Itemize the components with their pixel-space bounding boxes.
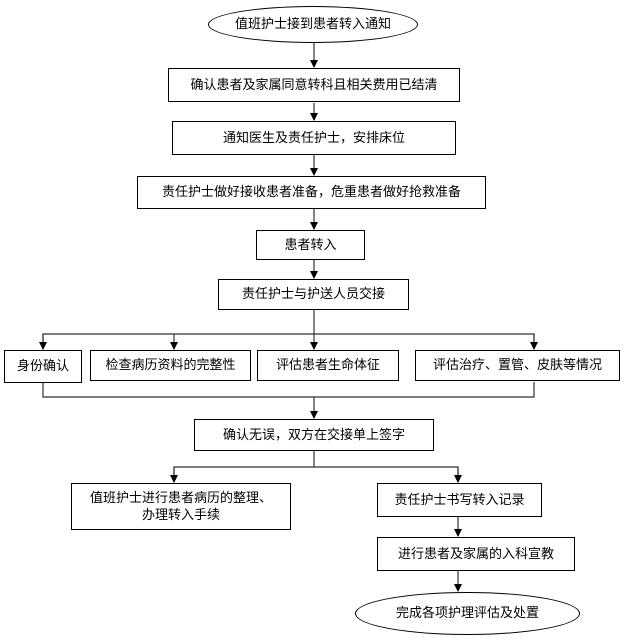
right-branch-education: 进行患者及家属的入科宣教 bbox=[377, 537, 575, 571]
left-branch-line2: 办理转入手续 bbox=[141, 507, 220, 523]
check-identity: 身份确认 bbox=[4, 350, 82, 383]
start-node: 值班护士接到患者转入通知 bbox=[208, 6, 418, 43]
step-prepare: 责任护士做好接收患者准备，危重患者做好抢救准备 bbox=[137, 176, 486, 209]
merge-line bbox=[42, 382, 535, 398]
step-sign-off: 确认无误，双方在交接单上签字 bbox=[194, 419, 434, 451]
split-line bbox=[42, 333, 535, 349]
left-branch-line1: 值班护士进行患者病历的整理、 bbox=[89, 490, 272, 506]
end-node: 完成各项护理评估及处置 bbox=[355, 592, 580, 635]
split-line bbox=[173, 466, 459, 482]
check-treatment: 评估治疗、置管、皮肤等情况 bbox=[415, 350, 620, 381]
step-patient-transfer: 患者转入 bbox=[256, 230, 365, 260]
step-handover: 责任护士与护送人员交接 bbox=[218, 279, 409, 310]
right-branch-write-record: 责任护士书写转入记录 bbox=[377, 483, 542, 517]
step-notify-doctor: 通知医生及责任护士，安排床位 bbox=[172, 121, 456, 155]
left-branch-records: 值班护士进行患者病历的整理、 办理转入手续 bbox=[71, 483, 291, 530]
step-confirm-consent: 确认患者及家属同意转科且相关费用已结清 bbox=[168, 68, 460, 102]
check-records: 检查病历资料的完整性 bbox=[90, 350, 251, 381]
check-vitals: 评估患者生命体征 bbox=[257, 350, 399, 381]
